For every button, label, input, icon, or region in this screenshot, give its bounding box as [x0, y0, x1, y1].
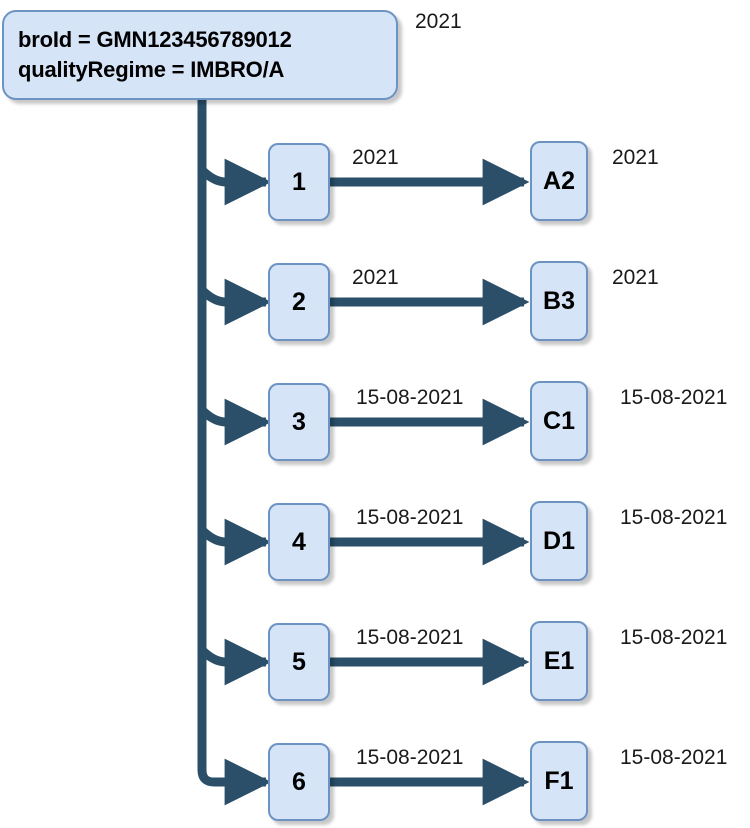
- version-node-6[interactable]: 6: [268, 743, 330, 821]
- target-node-5-label: E1: [543, 646, 575, 675]
- target-node-6[interactable]: F1: [530, 741, 588, 821]
- version-node-5-label: 5: [292, 647, 306, 676]
- target-node-5[interactable]: E1: [530, 621, 588, 701]
- version-node-1-label: 1: [292, 167, 306, 196]
- target-node-1[interactable]: A2: [530, 141, 588, 221]
- root-node-line-quality-regime: qualityRegime = IMBRO/A: [18, 57, 285, 82]
- version-node-2-label: 2: [292, 287, 306, 316]
- link-label-2: 2021: [352, 266, 399, 289]
- root-side-label: 2021: [415, 10, 462, 33]
- version-node-5[interactable]: 5: [268, 623, 330, 701]
- right-label-2: 2021: [612, 266, 659, 289]
- right-label-4: 15-08-2021: [620, 506, 728, 529]
- target-node-6-label: F1: [544, 766, 574, 795]
- link-label-6: 15-08-2021: [356, 746, 464, 769]
- trunk-line: [197, 100, 238, 787]
- right-label-6: 15-08-2021: [620, 746, 728, 769]
- right-label-3: 15-08-2021: [620, 386, 728, 409]
- version-node-1[interactable]: 1: [268, 143, 330, 221]
- version-node-4-label: 4: [292, 527, 306, 556]
- link-label-3: 15-08-2021: [356, 386, 464, 409]
- target-node-3[interactable]: C1: [530, 381, 588, 461]
- version-node-3-label: 3: [292, 407, 306, 436]
- root-node[interactable]: broId = GMN123456789012 qualityRegime = …: [2, 10, 398, 100]
- version-node-4[interactable]: 4: [268, 503, 330, 581]
- version-node-2[interactable]: 2: [268, 263, 330, 341]
- target-node-4[interactable]: D1: [530, 501, 588, 581]
- version-node-6-label: 6: [292, 767, 306, 796]
- target-node-2-label: B3: [543, 286, 575, 315]
- target-node-2[interactable]: B3: [530, 261, 588, 341]
- right-label-1: 2021: [612, 146, 659, 169]
- target-node-4-label: D1: [543, 526, 575, 555]
- version-node-3[interactable]: 3: [268, 383, 330, 461]
- link-label-1: 2021: [352, 146, 399, 169]
- target-node-3-label: C1: [543, 406, 575, 435]
- right-label-5: 15-08-2021: [620, 626, 728, 649]
- link-label-4: 15-08-2021: [356, 506, 464, 529]
- root-node-line-broid: broId = GMN123456789012: [18, 27, 292, 52]
- target-node-1-label: A2: [543, 166, 575, 195]
- link-label-5: 15-08-2021: [356, 626, 464, 649]
